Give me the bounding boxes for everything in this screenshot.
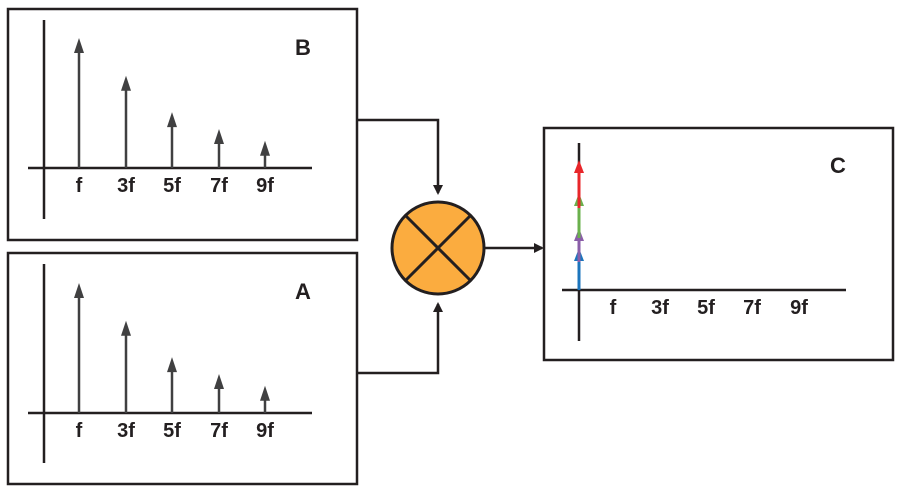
panel-a-tick-3f: 3f — [117, 420, 135, 442]
panel-b-tick-9f: 9f — [256, 175, 274, 197]
panel-c-tick-f: f — [610, 297, 617, 319]
mixer-cross-line-2 — [404, 214, 472, 282]
panel-b-tick-7f: 7f — [210, 175, 228, 197]
panel-b-spike-head-5 — [260, 140, 270, 156]
panel-b-tick-5f: 5f — [163, 175, 181, 197]
panel-c-label: C — [830, 153, 846, 178]
panel-a-spikes — [74, 283, 270, 413]
panel-c-red-arrow-head — [574, 160, 584, 173]
panel-a-tick-f: f — [76, 420, 83, 442]
panel-b-tick-3f: 3f — [117, 175, 135, 197]
panel-b-tick-f: f — [76, 175, 83, 197]
panel-b-spike-head-1 — [74, 38, 84, 53]
panel-a-frame — [6, 251, 359, 486]
panel-a-spike-head-3 — [167, 357, 177, 373]
mixer — [390, 200, 486, 296]
panel-a-label: A — [295, 279, 311, 304]
panel-b-spike-head-4 — [214, 129, 224, 144]
panel-b-frame — [6, 7, 359, 242]
panel-c-tick-7f: 7f — [743, 297, 761, 319]
panel-a-tick-5f: 5f — [163, 420, 181, 442]
panel-c: C f 3f 5f 7f 9f — [542, 126, 895, 362]
panel-b-spikes — [74, 38, 270, 168]
panel-a-spike-head-4 — [214, 374, 224, 389]
panel-b-spike-head-3 — [167, 112, 177, 128]
connector-b-to-mixer — [357, 118, 443, 195]
panel-a: A f 3f 5f 7f 9f — [6, 251, 359, 486]
panel-a-spike-head-1 — [74, 283, 84, 298]
panel-c-stacked-arrows — [574, 160, 584, 290]
panel-a-tick-7f: 7f — [210, 420, 228, 442]
panel-c-tick-3f: 3f — [651, 297, 669, 319]
panel-c-frame — [542, 126, 895, 362]
panel-c-tick-9f: 9f — [790, 297, 808, 319]
panel-b: B f 3f 5f 7f 9f — [6, 7, 359, 242]
panel-a-tick-9f: 9f — [256, 420, 274, 442]
panel-b-spike-head-2 — [121, 75, 131, 91]
panel-b-label: B — [295, 35, 311, 60]
connector-a-to-mixer — [357, 302, 443, 375]
panel-a-spike-head-5 — [260, 385, 270, 401]
panel-a-spike-head-2 — [121, 320, 131, 336]
panel-c-tick-5f: 5f — [697, 297, 715, 319]
